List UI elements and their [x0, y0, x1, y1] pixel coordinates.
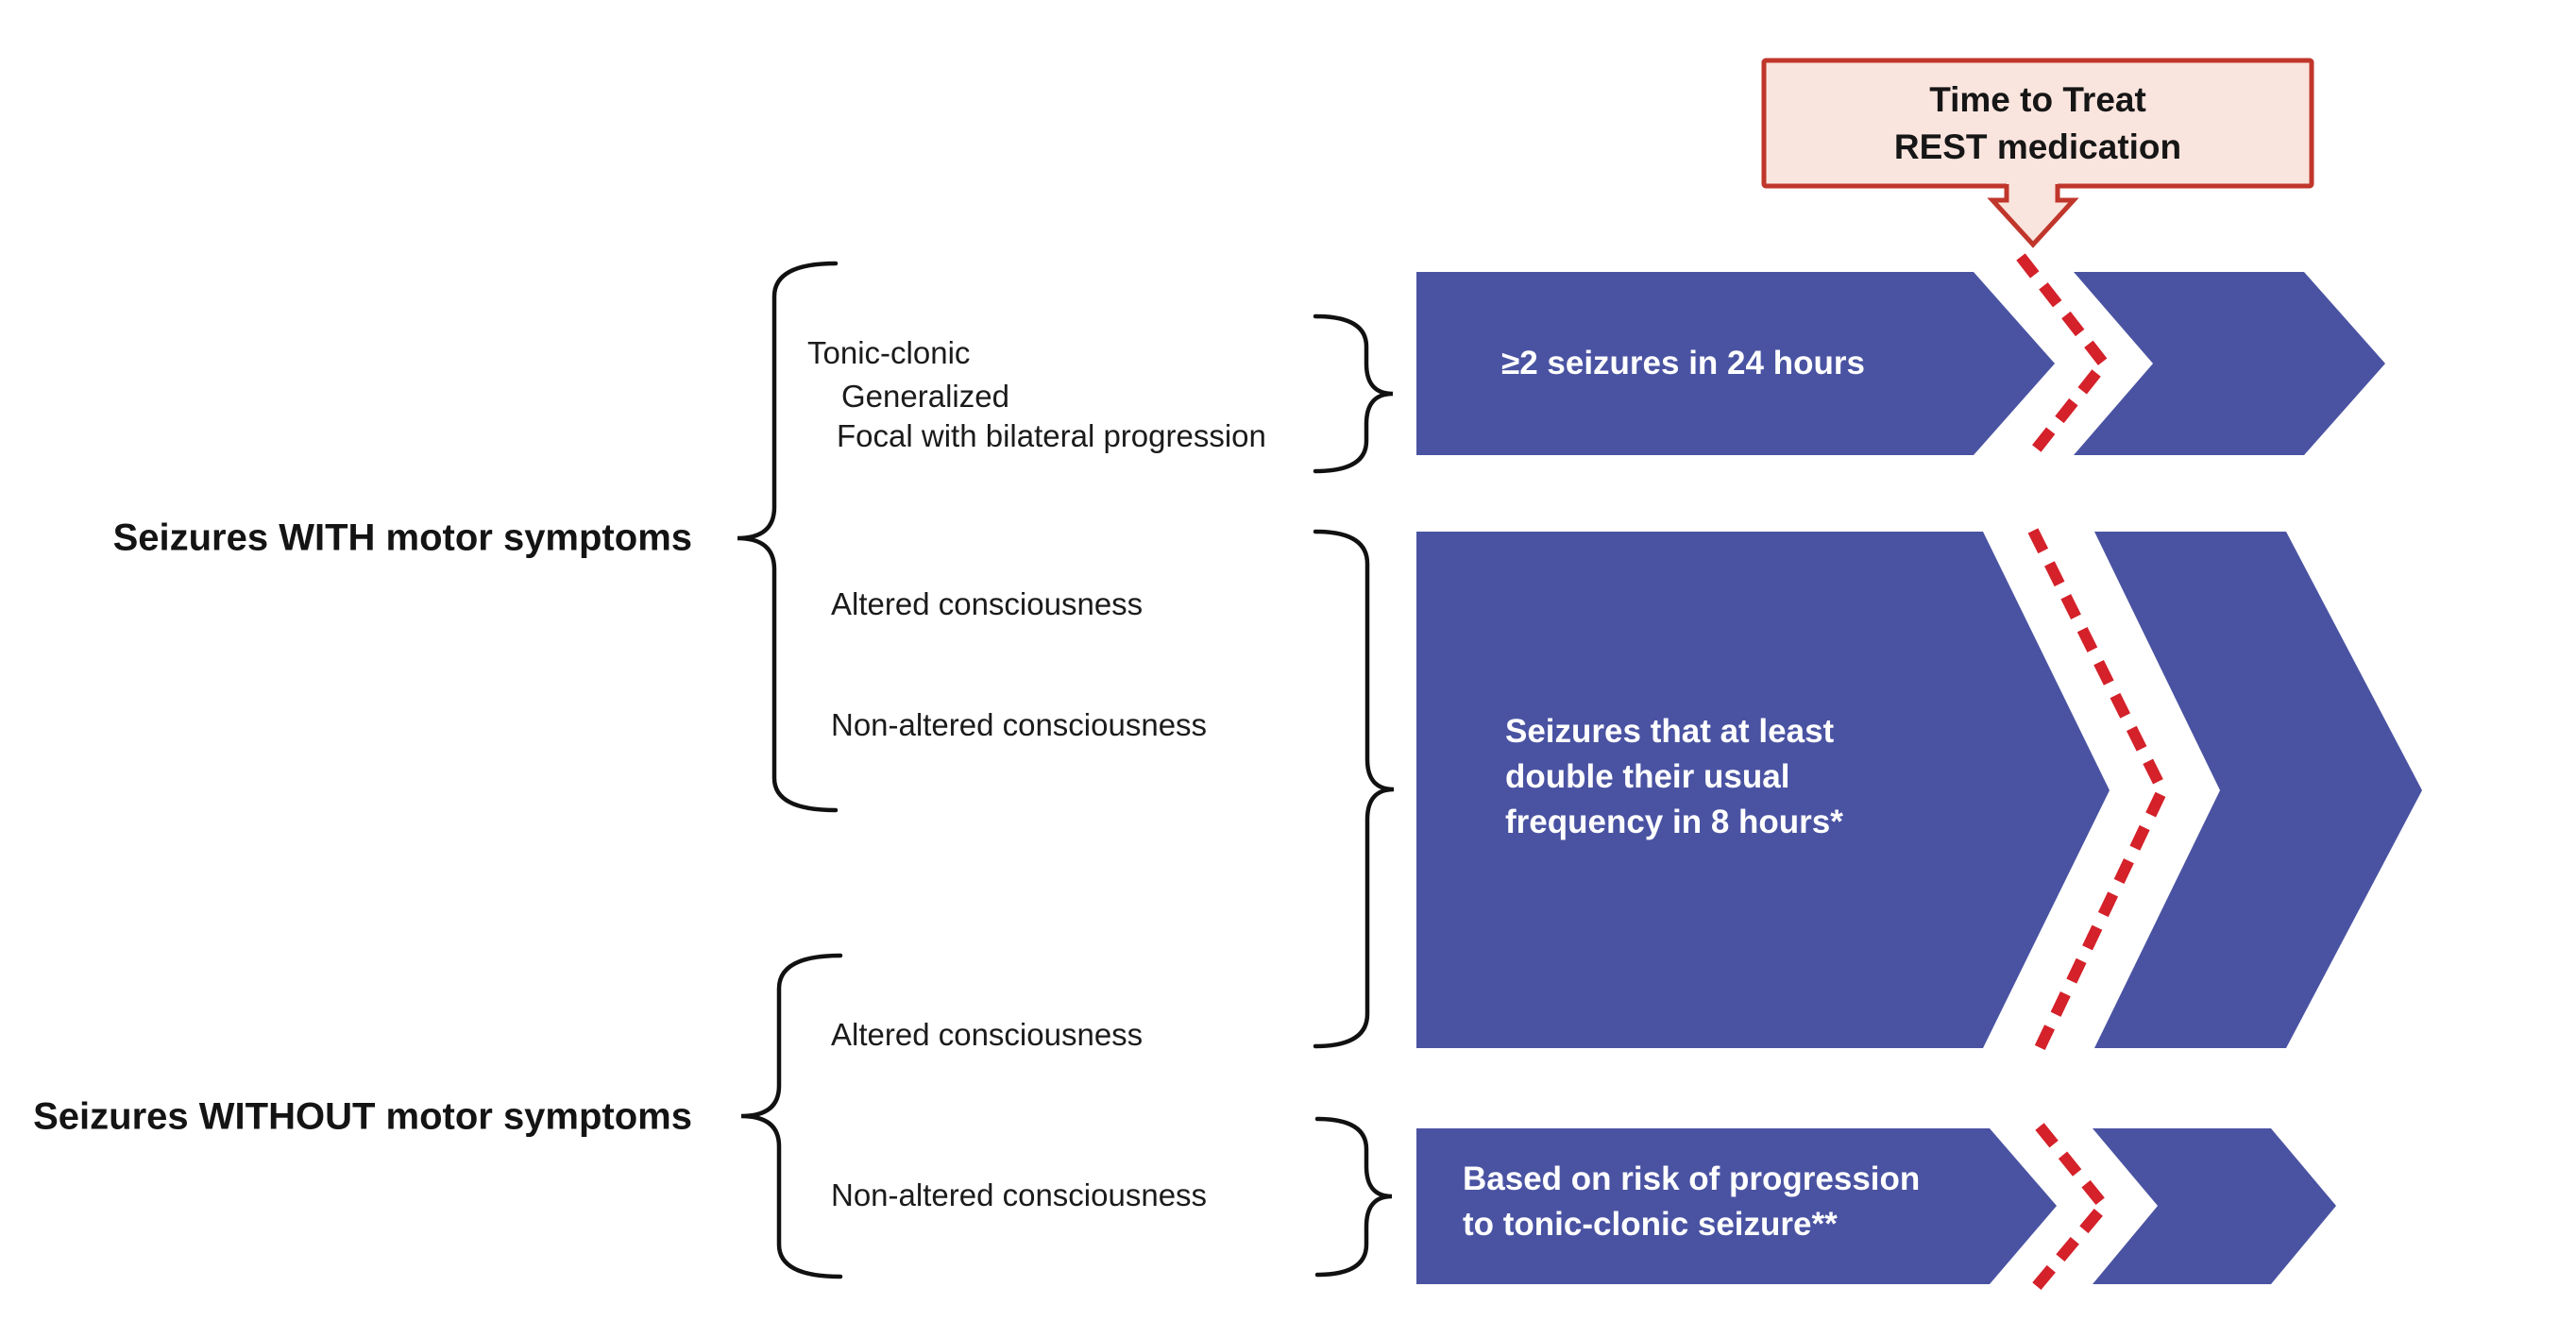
- type-tonic-clonic: Tonic-clonic: [807, 335, 971, 370]
- time-to-treat-dashed-line: [2016, 253, 2169, 1296]
- category-without-motor-label: Seizures WITHOUT motor symptoms: [33, 1095, 692, 1138]
- arrow-band-1: [1416, 272, 2385, 455]
- category-with-motor-label: Seizures WITH motor symptoms: [112, 517, 692, 559]
- brace-nonaltered-group-icon: [1314, 1116, 1393, 1278]
- brace-without-motor-icon: [740, 953, 843, 1279]
- criterion-arrow3-label: Based on risk of progression to tonic-cl…: [1463, 1160, 1921, 1243]
- callout-pointer-down-icon: [1987, 182, 2079, 248]
- brace-tonic-group-icon: [1313, 313, 1394, 474]
- type-generalized: Generalized: [841, 379, 1009, 414]
- arrow-band-3: [1416, 1128, 2336, 1284]
- arrow-band-2: [1416, 532, 2422, 1048]
- type-altered-without: Altered consciousness: [831, 1017, 1144, 1052]
- brace-with-motor-icon: [737, 261, 839, 813]
- criterion-arrow1-label: ≥2 seizures in 24 hours: [1501, 345, 1865, 381]
- type-altered-with: Altered consciousness: [831, 586, 1144, 621]
- type-focal-bilateral: Focal with bilateral progression: [837, 418, 1266, 453]
- criterion-arrow2-label: Seizures that at least double their usua…: [1505, 713, 1843, 840]
- callout-label: Time to Treat REST medication: [1893, 79, 2182, 166]
- brace-consciousness-group-icon: [1313, 529, 1395, 1049]
- type-non-altered-without: Non-altered consciousness: [831, 1177, 1208, 1212]
- type-non-altered-with: Non-altered consciousness: [831, 707, 1208, 742]
